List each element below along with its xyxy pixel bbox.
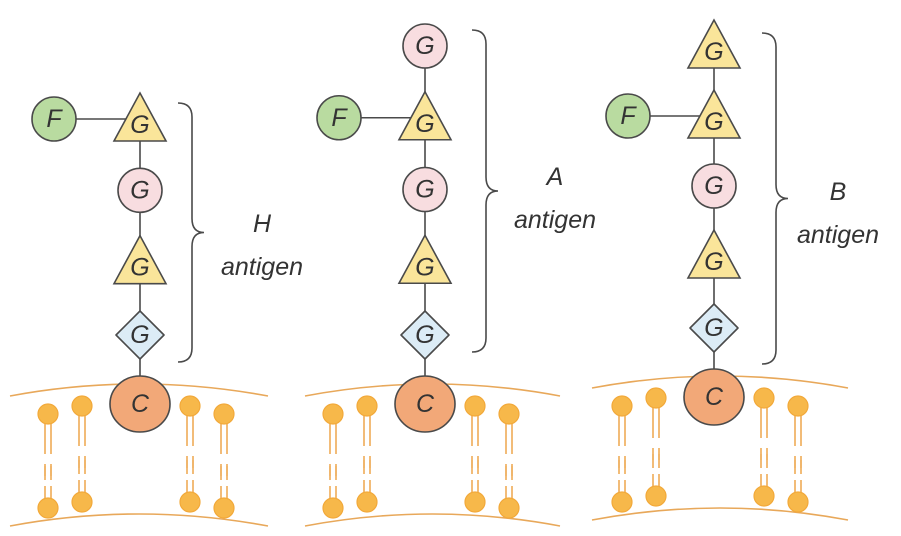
- phospholipid: [37, 403, 59, 519]
- galactose-sugar: G: [117, 167, 163, 214]
- lipid-head: [611, 395, 633, 417]
- antigen-brace: [177, 102, 205, 363]
- antigen-label-word: antigen: [797, 221, 879, 249]
- phospholipid: [753, 387, 775, 507]
- lipid-head: [753, 485, 775, 507]
- glucose-sugar: G: [115, 310, 165, 360]
- glucose-sugar: G: [400, 310, 450, 360]
- ceramide-anchor: C: [394, 375, 456, 433]
- galactose-sugar: G: [112, 233, 168, 285]
- lipid-head: [179, 395, 201, 417]
- lipid-head: [464, 491, 486, 513]
- galactose-sugar: G: [402, 23, 448, 69]
- galactose-sugar-symbol: G: [130, 111, 149, 139]
- lipid-head: [322, 497, 344, 519]
- fucose-sugar-symbol: F: [46, 105, 63, 133]
- phospholipid: [611, 395, 633, 513]
- lipid-head: [356, 395, 378, 417]
- lipid-head: [611, 491, 633, 513]
- phospholipid: [498, 403, 520, 519]
- galactose-sugar: G: [397, 90, 453, 141]
- phospholipid: [322, 403, 344, 519]
- antigen-label-word: antigen: [514, 206, 596, 234]
- galactose-sugar-symbol: G: [704, 38, 723, 66]
- cell-membrane: [9, 383, 269, 527]
- glucose-sugar-symbol: G: [415, 321, 434, 349]
- glucose-sugar: G: [689, 303, 739, 353]
- antigen-label-letter: H: [253, 210, 272, 238]
- galactose-sugar: G: [686, 88, 742, 139]
- lipid-head: [322, 403, 344, 425]
- galactose-sugar: G: [691, 163, 737, 209]
- antigen-brace: [471, 29, 499, 353]
- antigen-label-letter: B: [830, 178, 847, 206]
- fucose-sugar: F: [605, 93, 651, 139]
- galactose-sugar: G: [397, 233, 453, 285]
- ceramide-symbol: C: [416, 390, 435, 418]
- fucose-sugar-symbol: F: [331, 104, 348, 132]
- phospholipid: [464, 395, 486, 513]
- galactose-sugar: G: [112, 91, 168, 142]
- phospholipid: [179, 395, 201, 513]
- ceramide-anchor: C: [683, 368, 745, 426]
- galactose-sugar-symbol: G: [704, 172, 723, 200]
- phospholipid: [787, 395, 809, 513]
- lipid-head: [71, 395, 93, 417]
- fucose-sugar: F: [316, 94, 362, 141]
- galactose-sugar: G: [686, 18, 742, 69]
- phospholipid: [356, 395, 378, 513]
- galactose-sugar-symbol: G: [130, 176, 149, 204]
- lipid-head: [498, 403, 520, 425]
- galactose-sugar-symbol: G: [704, 108, 723, 136]
- galactose-sugar: G: [402, 166, 448, 213]
- lipid-head: [356, 491, 378, 513]
- cell-membrane: [304, 383, 561, 527]
- lipid-head: [179, 491, 201, 513]
- lipid-head: [787, 395, 809, 417]
- phospholipid: [213, 403, 235, 519]
- galactose-sugar-symbol: G: [415, 253, 434, 281]
- lipid-head: [213, 497, 235, 519]
- ceramide-anchor: C: [109, 375, 171, 433]
- lipid-head: [645, 485, 667, 507]
- lipid-head: [753, 387, 775, 409]
- cell-membrane: [591, 375, 849, 521]
- lipid-head: [37, 497, 59, 519]
- antigen-label-letter: A: [545, 163, 564, 191]
- galactose-sugar-symbol: G: [415, 110, 434, 138]
- phospholipid: [71, 395, 93, 513]
- lipid-head: [464, 395, 486, 417]
- lipid-head: [645, 387, 667, 409]
- galactose-sugar-symbol: G: [415, 32, 434, 60]
- galactose-sugar: G: [686, 228, 742, 279]
- lipid-head: [213, 403, 235, 425]
- antigen-brace: [761, 32, 789, 365]
- galactose-sugar-symbol: G: [415, 176, 434, 204]
- antigen-label-word: antigen: [221, 253, 303, 281]
- glucose-sugar-symbol: G: [130, 321, 149, 349]
- fucose-sugar-symbol: F: [620, 102, 637, 130]
- fucose-sugar: F: [31, 96, 77, 142]
- galactose-sugar-symbol: G: [704, 248, 723, 276]
- lipid-head: [71, 491, 93, 513]
- ceramide-symbol: C: [131, 390, 150, 418]
- ceramide-symbol: C: [705, 383, 724, 411]
- lipid-head: [37, 403, 59, 425]
- phospholipid: [645, 387, 667, 507]
- galactose-sugar-symbol: G: [130, 254, 149, 282]
- lipid-head: [498, 497, 520, 519]
- glucose-sugar-symbol: G: [704, 314, 723, 342]
- lipid-head: [787, 491, 809, 513]
